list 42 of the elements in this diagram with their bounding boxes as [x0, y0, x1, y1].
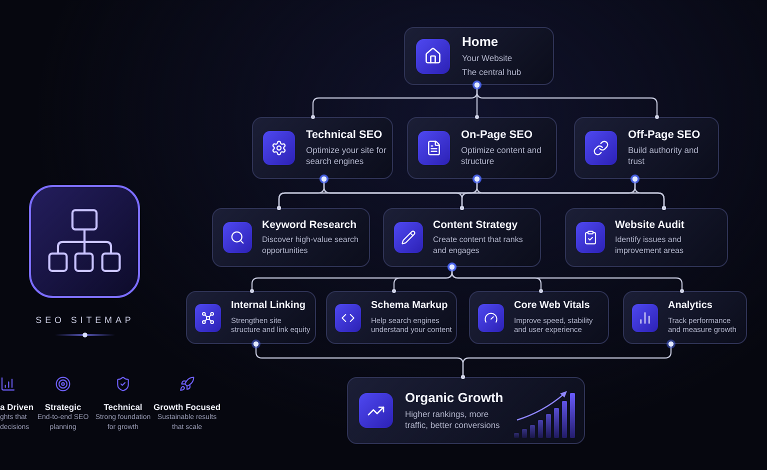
card-title: Website Audit [615, 218, 686, 232]
feature-title: Strategic [44, 401, 82, 414]
card-title: Home [462, 34, 500, 50]
card-description: Optimize your site for search engines [306, 145, 388, 168]
card-title: Keyword Research [262, 218, 358, 232]
process-card [407, 117, 557, 179]
connector-line [448, 262, 684, 293]
process-card [404, 27, 554, 85]
feature-title: Growth Focused [153, 401, 221, 414]
connector-line [461, 340, 676, 379]
card-description: Your Website [462, 53, 514, 64]
connector-line [472, 80, 659, 119]
process-card [383, 208, 541, 267]
process-card [469, 291, 609, 344]
process-card [252, 117, 393, 179]
card-title: On-Page SEO [461, 128, 534, 142]
card-description: Higher rankings, more traffic, better conversions [405, 409, 501, 432]
card-title: Core Web Vitals [514, 300, 591, 313]
card-title: Off-Page SEO [628, 128, 702, 142]
feature-title: a Driven [0, 401, 34, 414]
card-description: The central hub [462, 67, 522, 78]
process-card [574, 117, 719, 179]
feature-title: Technical [102, 401, 144, 414]
card-title: Internal Linking [231, 300, 306, 313]
connector-line [630, 174, 666, 210]
process-card [212, 208, 370, 267]
card-description: Create content that ranks and engages [433, 235, 524, 256]
process-card [186, 291, 316, 344]
card-title: Analytics [668, 300, 714, 313]
process-card [326, 291, 457, 344]
card-title: Schema Markup [371, 300, 449, 313]
card-description: Discover high-value search opportunities [262, 235, 360, 256]
card-description: Optimize content and structure [461, 145, 542, 168]
card-description: Build authority and trust [628, 145, 700, 168]
process-card [347, 377, 585, 444]
process-card [623, 291, 747, 344]
card-description: Identify issues and improvement areas [615, 235, 684, 256]
card-title: Content Strategy [433, 218, 519, 232]
card-title: Organic Growth [405, 390, 504, 406]
card-title: Technical SEO [306, 128, 384, 142]
diagram-title: SEO SITEMAP [34, 314, 136, 327]
process-card [565, 208, 728, 267]
